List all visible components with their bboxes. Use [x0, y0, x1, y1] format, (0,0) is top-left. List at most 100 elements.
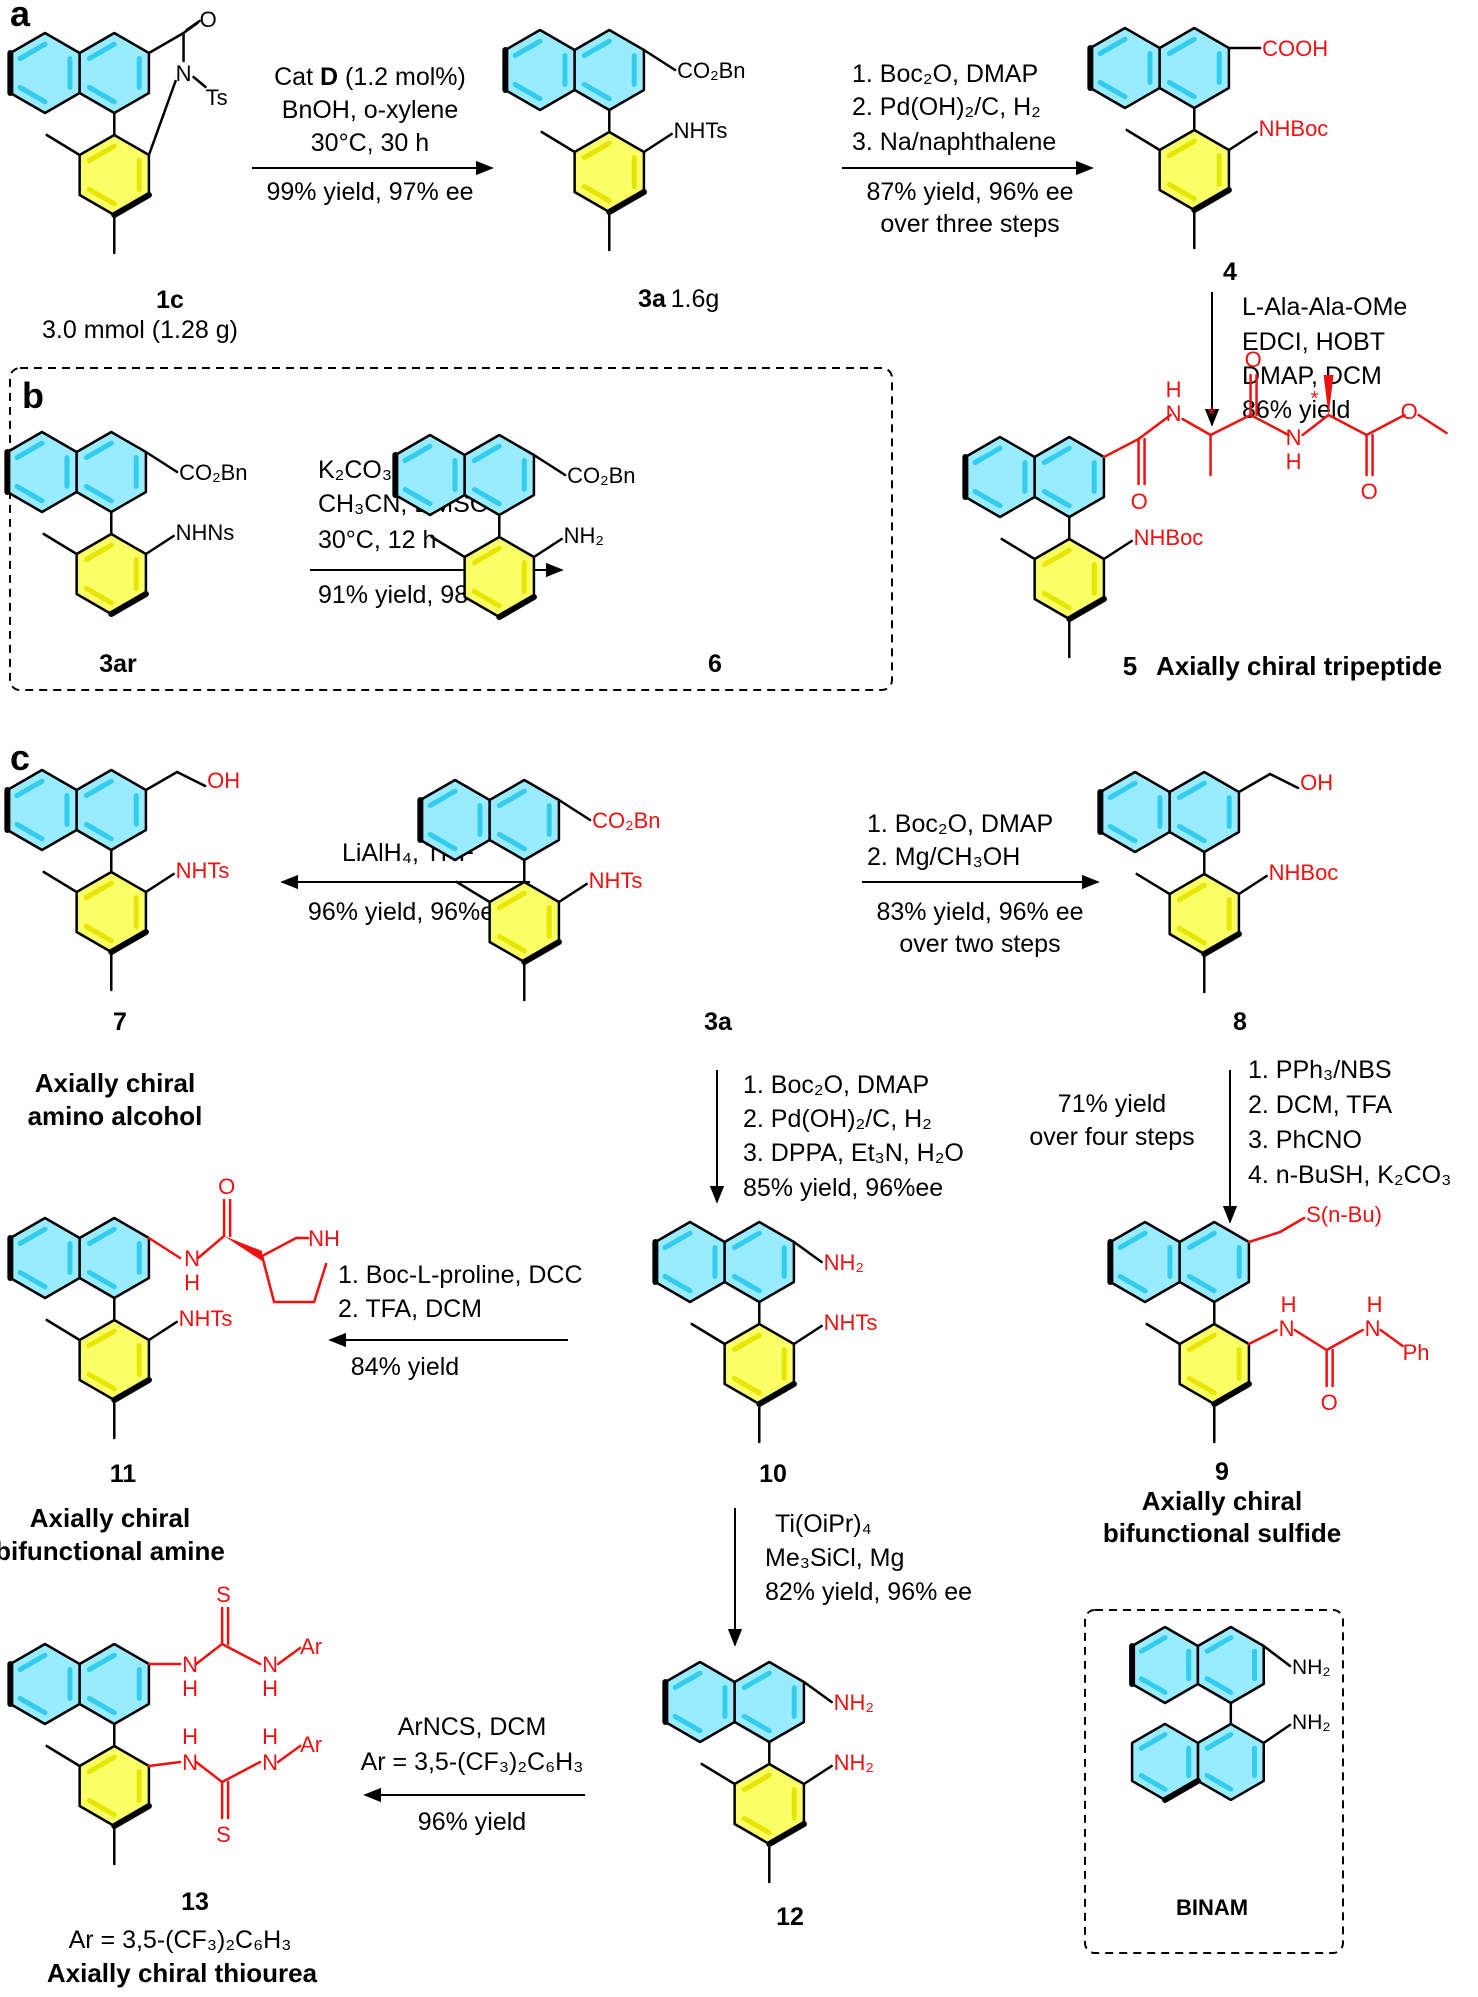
bond	[1125, 128, 1161, 152]
atom-label: O	[218, 1174, 235, 1199]
bond	[427, 831, 458, 852]
bond	[1041, 547, 1072, 568]
label-3ar: 3ar	[99, 650, 137, 678]
bond	[14, 483, 45, 504]
atom-label: N	[262, 1652, 278, 1677]
title-7-line-2: amino alcohol	[28, 1101, 203, 1131]
bond	[402, 443, 433, 464]
bond	[1365, 413, 1406, 437]
atom-label: O	[1245, 347, 1262, 372]
bond	[83, 778, 114, 799]
atom-label: O	[200, 7, 217, 32]
atom-label: NH₂	[1292, 1656, 1330, 1679]
bond	[1176, 780, 1207, 801]
r1-line-3: 30°C, 30 h	[311, 129, 429, 157]
bond	[1327, 413, 1368, 437]
title-7-line-1: Axially chiral	[35, 1068, 195, 1098]
bond	[1237, 874, 1268, 896]
atom-label: H	[262, 1676, 278, 1701]
bond	[86, 1652, 117, 1673]
r8-left-1: 71% yield	[1058, 1090, 1166, 1118]
bond	[741, 1772, 772, 1793]
amount-1c: 3.0 mmol (1.28 g)	[42, 316, 238, 344]
label-5: 5	[1123, 651, 1137, 681]
r1-line-2: BnOH, o-xylene	[282, 96, 458, 124]
atom-label: NHNs	[176, 520, 235, 545]
r10-line-2: Me₃SiCl, Mg	[765, 1544, 904, 1572]
bond	[402, 486, 433, 507]
atom-label: N	[1286, 425, 1302, 450]
bond	[496, 788, 527, 809]
bond	[83, 542, 114, 563]
r8-line-1: 1. PPh₃/NBS	[1248, 1056, 1392, 1084]
r3-line-2: EDCI, HOBT	[1242, 328, 1385, 356]
bond	[1278, 1216, 1306, 1234]
wedge-bond	[224, 1236, 263, 1261]
r2-line-1: 1. Boc₂O, DMAP	[852, 60, 1038, 88]
bond	[45, 133, 81, 157]
r10-line-3: 82% yield, 96% ee	[765, 1578, 972, 1606]
atom-label: O	[1131, 489, 1148, 514]
bond	[557, 798, 592, 822]
r10-line-1: Ti(OiPr)₄	[775, 1510, 872, 1538]
label-7: 7	[113, 1008, 127, 1036]
atom-label: S	[216, 1582, 231, 1607]
r8-line-3: 3. PhCNO	[1248, 1126, 1362, 1154]
r1-line-4: 99% yield, 97% ee	[266, 178, 473, 206]
bond	[540, 130, 576, 154]
atom-label: NHTs	[674, 118, 728, 143]
r9-line-3: 84% yield	[351, 1353, 459, 1381]
bond	[1417, 413, 1448, 435]
bond	[86, 1269, 117, 1290]
bond	[496, 890, 527, 911]
title-5: Axially chiral tripeptide	[1156, 651, 1442, 681]
atom-label: H	[182, 1724, 198, 1749]
bond	[144, 872, 175, 894]
atom-label: NH₂	[834, 1750, 874, 1775]
atom-label: H	[184, 1270, 200, 1295]
bond	[496, 594, 537, 620]
bond	[108, 929, 149, 955]
atom-label: NH₂	[824, 1250, 864, 1275]
r7-line-1: 1. Boc₂O, DMAP	[743, 1071, 929, 1099]
bond	[144, 770, 179, 792]
bond	[1237, 772, 1272, 794]
panel-b-box	[9, 367, 893, 691]
panel-label-c: c	[10, 737, 30, 778]
bond	[83, 821, 114, 842]
atom-label: *	[1311, 388, 1319, 410]
bond	[1204, 1732, 1234, 1751]
bond	[86, 1226, 117, 1247]
label-1c: 1c	[156, 286, 184, 314]
r4-line-3: 30°C, 12 h	[318, 526, 436, 554]
bond	[427, 788, 458, 809]
atom-label: H	[1286, 449, 1302, 474]
amount-3a: 1.6g	[671, 285, 720, 313]
label-3a-mid: 3a	[704, 1008, 733, 1036]
bond	[1166, 138, 1197, 159]
r2-line-2: 2. Pd(OH)₂/C, H₂	[852, 93, 1041, 121]
bond	[220, 1760, 262, 1784]
reaction-arrow-8: 71% yield over four steps 1. PPh₃/NBS 2.…	[1029, 1056, 1451, 1224]
bond	[86, 84, 117, 105]
atom-label: O	[1321, 1390, 1338, 1415]
bond	[756, 1381, 797, 1407]
title-11-line-1: Axially chiral	[30, 1503, 190, 1533]
atom-label: CO₂Bn	[567, 463, 635, 488]
bond	[642, 132, 673, 154]
bond	[581, 81, 612, 102]
atom-label: CO₂Bn	[677, 58, 745, 83]
bond	[471, 486, 502, 507]
bond	[972, 445, 1003, 466]
bond	[731, 1230, 762, 1251]
bond	[741, 1670, 772, 1691]
compound-5: ONH*ONH*OONHBocO	[962, 347, 1448, 659]
bond	[196, 1234, 226, 1260]
bond	[1145, 1322, 1181, 1346]
